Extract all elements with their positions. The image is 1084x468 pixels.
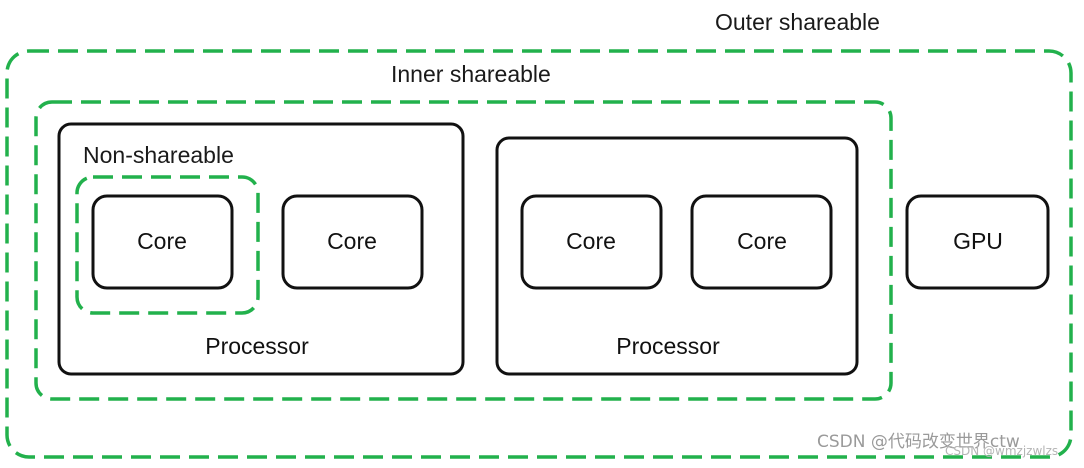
outer-shareable-label: Outer shareable — [715, 9, 880, 35]
gpu-box — [905, 194, 1050, 290]
core-label-3: Core — [566, 228, 616, 254]
processor-box-2 — [495, 136, 859, 376]
csdn-watermark-faint: CSDN @wmzjzwlzs — [945, 444, 1059, 458]
core-box-4 — [690, 194, 833, 290]
non-shareable-region — [75, 175, 260, 315]
core-box-3 — [520, 194, 663, 290]
processor-label-2: Processor — [616, 333, 720, 359]
non-shareable-label: Non-shareable — [83, 142, 234, 168]
processor-label-1: Processor — [205, 333, 309, 359]
csdn-watermark: CSDN @代码改变世界ctw — [817, 432, 1020, 452]
core-box-2 — [281, 194, 424, 290]
core-label-2: Core — [327, 228, 377, 254]
gpu-label: GPU — [953, 228, 1003, 254]
core-label-4: Core — [737, 228, 787, 254]
processor-box-1 — [57, 122, 465, 376]
core-box-1 — [91, 194, 234, 290]
inner-shareable-label: Inner shareable — [391, 61, 551, 87]
core-label-1: Core — [137, 228, 187, 254]
inner-shareable-region — [34, 100, 893, 401]
outer-shareable-region — [5, 49, 1073, 459]
